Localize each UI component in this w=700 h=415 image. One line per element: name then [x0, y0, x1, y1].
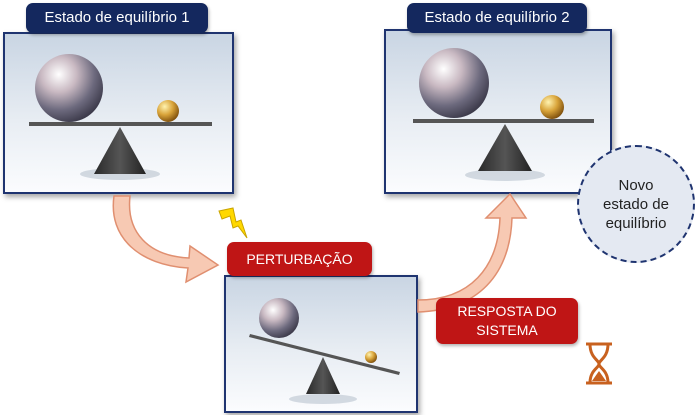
fulcrum: [306, 357, 340, 394]
large-sphere: [259, 298, 299, 338]
state-2-label: Estado de equilíbrio 2: [407, 3, 587, 33]
new-equilibrium-circle: Novo estado de equilíbrio: [577, 145, 695, 263]
system-response-label: RESPOSTA DO SISTEMA: [436, 298, 578, 344]
small-gold-sphere: [157, 100, 179, 122]
large-sphere: [35, 54, 103, 122]
perturbation-arrow: [112, 195, 220, 284]
system-response-line-2: SISTEMA: [476, 322, 538, 338]
response-arrow: [417, 192, 528, 313]
beam: [29, 122, 212, 126]
shadow: [289, 394, 357, 404]
tilted-scale-illustration: [249, 298, 400, 404]
new-equilibrium-text: Novo estado de equilíbrio: [603, 176, 669, 232]
fulcrum: [478, 124, 532, 171]
system-response-line-1: RESPOSTA DO: [457, 303, 557, 319]
small-gold-sphere: [540, 95, 564, 119]
balanced-scale-illustration: [29, 54, 212, 180]
large-sphere: [419, 48, 489, 118]
hourglass-icon: [586, 342, 612, 385]
beam: [413, 119, 594, 123]
small-gold-sphere: [365, 351, 377, 363]
state-1-label: Estado de equilíbrio 1: [26, 3, 208, 33]
fulcrum: [94, 127, 146, 174]
tilted-beam: [249, 334, 400, 375]
equilibrium-state-1-panel: [3, 32, 234, 194]
perturbation-label: PERTURBAÇÃO: [227, 242, 372, 276]
balanced-scale-illustration-2: [413, 48, 594, 181]
shadow: [465, 169, 545, 181]
perturbed-state-panel: [224, 275, 418, 413]
lightning-icon: [218, 207, 248, 239]
